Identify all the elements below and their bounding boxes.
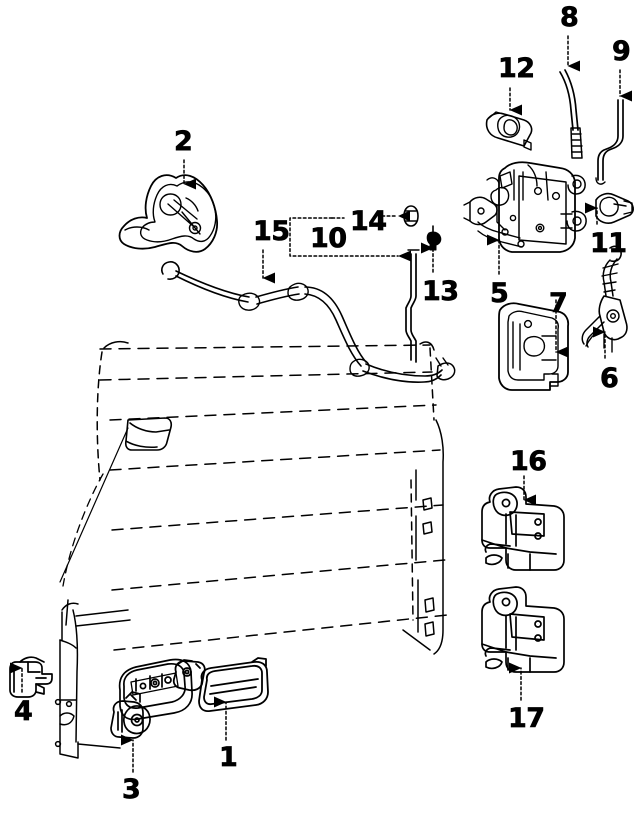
part-rod-retainer-clip [426,225,442,251]
door-panel-outline [96,347,435,621]
door-panel-leader [59,427,129,583]
part-lock-cylinder [110,691,151,739]
part-control-rod-assembly [405,249,420,363]
leader-10 [289,217,399,257]
part-door-trim-switch-plate [118,658,193,721]
part-lock-actuator-clip [595,192,634,224]
door-panel-edge [103,340,444,655]
part-inside-door-handle [118,174,218,253]
part-upper-door-hinge [481,486,565,571]
part-lock-rod-upper [559,69,583,159]
part-rod-clip-bracket [485,111,533,151]
part-lock-knob-rod [581,245,628,353]
door-pillar [54,599,131,759]
part-striker-bracket [9,656,53,698]
part-latch-cover-bracket [498,302,570,391]
part-lock-link-rod [595,99,624,185]
part-door-panel [99,344,448,651]
door-panel-handle-recess [124,417,173,451]
part-rod-grommet [403,205,419,227]
part-outside-door-handle [172,657,269,713]
door-panel-lower-curve [62,473,104,587]
part-lower-door-hinge [481,586,565,673]
part-door-latch-assembly [463,161,587,253]
part-release-cable-assembly [161,261,456,383]
